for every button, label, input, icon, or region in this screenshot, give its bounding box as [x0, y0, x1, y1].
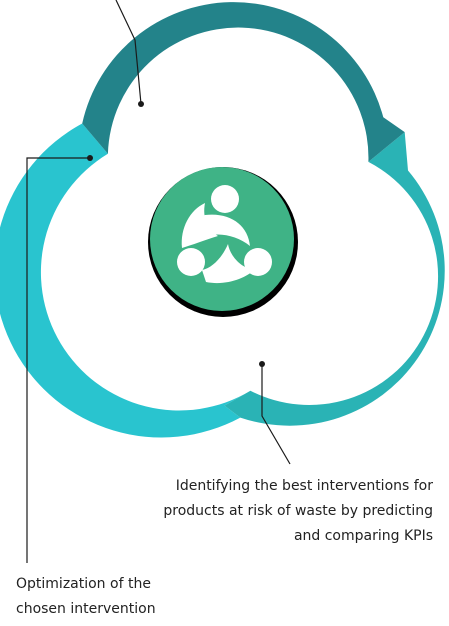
- leader-line-compare: [261, 364, 291, 465]
- leader-line-optimize: [26, 157, 90, 563]
- note-line: Optimization of the: [16, 576, 151, 592]
- step-label-risk: 1. Risk visibility: [156, 50, 334, 107]
- segment-optimize: [0, 123, 251, 438]
- note-line: chosen intervention: [16, 601, 156, 617]
- leader-dot-optimize: [87, 155, 93, 161]
- leader-dot-compare: [259, 361, 265, 367]
- note-line: Identifying the best interventions for: [175, 478, 433, 494]
- segment-risk: [82, 2, 405, 162]
- three-people-cycle-icon: [177, 185, 272, 284]
- leader-line-risk: [115, 0, 142, 105]
- note-compare-interventions: Identifying the best interventions for p…: [163, 474, 433, 549]
- step-label-compare: 2. Compare interventions: [297, 195, 424, 382]
- segment-compare: [224, 132, 445, 426]
- note-optimize-intervention: Optimization of the chosen intervention: [16, 572, 156, 622]
- leader-dot-risk: [138, 101, 144, 107]
- note-line: products at risk of waste by predicting: [163, 503, 433, 519]
- note-line: and comparing KPIs: [293, 528, 433, 544]
